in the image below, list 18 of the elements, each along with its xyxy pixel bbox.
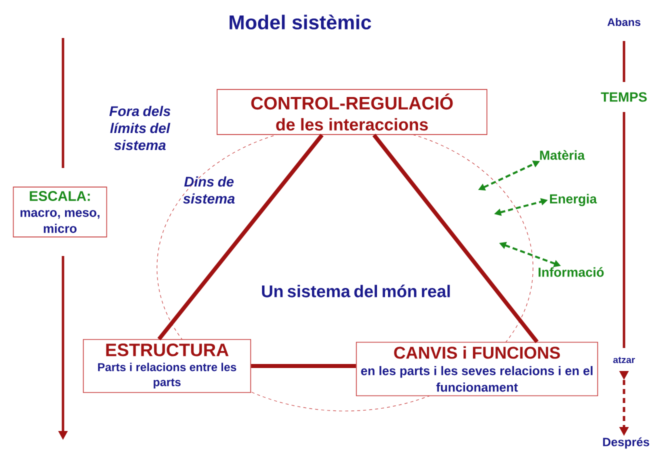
title: Model sistèmic	[230, 14, 372, 30]
flow-label: Energia	[550, 194, 597, 206]
boundary-note: Dins de sistema	[183, 176, 235, 204]
axis-label: atzar	[613, 356, 635, 364]
connector-line	[157, 134, 324, 340]
flow-label: Matèria	[540, 150, 585, 160]
axis-label: TEMPS	[600, 92, 647, 102]
scale-box: ESCALA: macro, meso, micro	[12, 186, 108, 238]
system-label: Un sistema del món real	[262, 284, 450, 298]
axis-label: Després	[603, 437, 650, 449]
process-box: CONTROL-REGULACIÓ de les interaccions	[216, 89, 488, 135]
connector-line	[372, 134, 539, 344]
flow-label: Informació	[538, 267, 604, 277]
process-box: CANVIS i FUNCIONS en les parts i les seves relacions i en el funcionament	[356, 342, 598, 396]
axis-label: Abans	[607, 18, 640, 26]
boundary-note: Fora dels límits del sistema	[109, 106, 170, 150]
connector-line	[251, 364, 356, 368]
process-box: ESTRUCTURA Parts i relacions entre les parts	[82, 339, 252, 393]
